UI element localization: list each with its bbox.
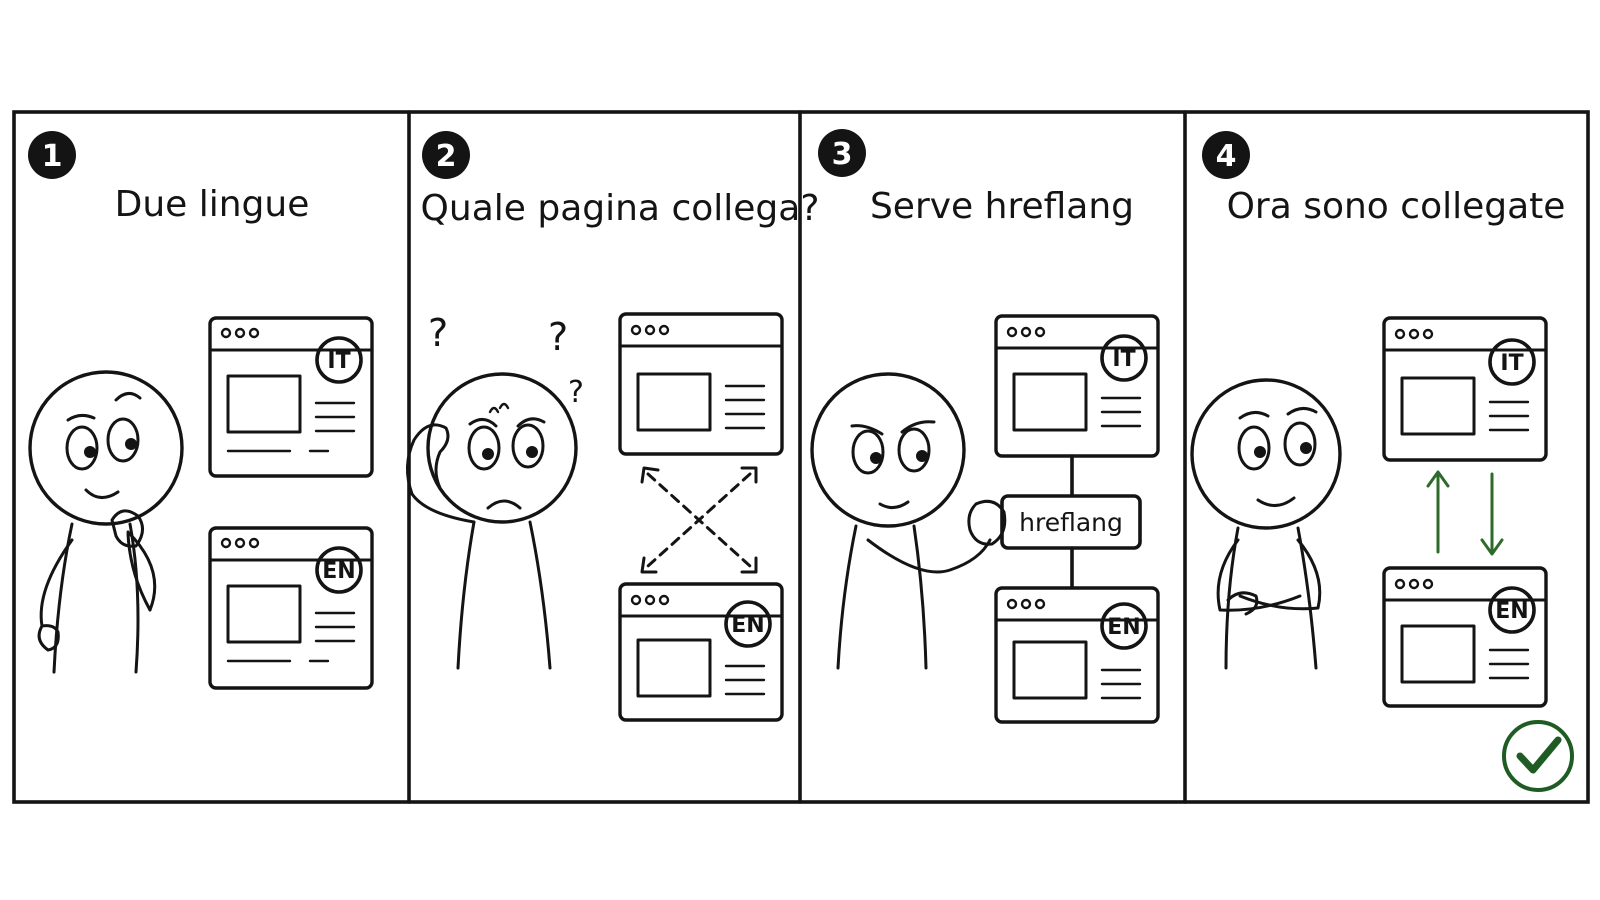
image-placeholder (226, 374, 302, 434)
smile-mouth (878, 500, 910, 509)
image-placeholder (636, 372, 712, 432)
head (426, 372, 578, 524)
smirk-mouth (84, 488, 120, 499)
panel-number-badge (422, 131, 470, 179)
hand-left (37, 624, 60, 652)
en-page-window: EN (1382, 566, 1548, 708)
panel-title: Due lingue (115, 184, 310, 225)
svg-text:EN: EN (1107, 615, 1140, 640)
panel-number: 1 (42, 139, 63, 174)
en-language-badge (315, 546, 363, 594)
hand-holding-tag (967, 499, 1007, 546)
uncertain-link-arrows (640, 466, 758, 574)
right-brow (1286, 407, 1318, 416)
right-eye (511, 423, 545, 469)
image-placeholder (226, 584, 302, 644)
left-eye (851, 429, 885, 475)
right-eye (106, 417, 140, 463)
head (28, 370, 184, 526)
en-language-badge (724, 600, 772, 648)
left-brow (66, 413, 96, 422)
left-eye (467, 425, 501, 471)
svg-text:?: ? (548, 315, 568, 359)
panel-title: Serve hreflang (870, 186, 1134, 227)
question-marks-icon: ? ? ? (428, 311, 584, 410)
svg-text:IT: IT (1112, 347, 1135, 372)
left-brow (850, 424, 884, 436)
satisfied-character (1190, 378, 1342, 670)
thinking-character (28, 370, 184, 674)
svg-text:IT: IT (1500, 351, 1523, 376)
right-brow (114, 392, 142, 402)
panel-title: Ora sono collegate (1227, 186, 1566, 227)
linked-arrows-icon (1426, 470, 1504, 556)
svg-text:IT: IT (327, 349, 350, 374)
left-eye (1237, 425, 1271, 471)
frown-mouth (486, 499, 522, 510)
left-brow (1238, 411, 1270, 420)
en-language-badge (1100, 602, 1148, 650)
confused-character (406, 372, 578, 670)
right-eye (1283, 421, 1317, 467)
smile-mouth (1256, 496, 1296, 507)
right-brow (516, 417, 546, 428)
hand-crossed (1226, 591, 1259, 616)
image-placeholder (1012, 372, 1088, 432)
hand-chin (110, 509, 144, 548)
image-placeholder (1400, 376, 1476, 436)
panel-number: 2 (436, 139, 457, 174)
panel-2: 2 Quale pagina collega? ? ? ? (406, 131, 820, 722)
panel-number-badge (28, 131, 76, 179)
worry-lines (488, 402, 510, 414)
checkmark-icon (1502, 720, 1574, 792)
it-page-window: IT (1382, 316, 1548, 462)
en-page-window: EN (618, 582, 784, 722)
panel-number: 4 (1216, 139, 1237, 174)
it-language-badge (315, 336, 363, 384)
svg-text:?: ? (568, 375, 584, 410)
panel-number: 3 (832, 137, 853, 172)
hreflang-tag: hreflang (1000, 494, 1142, 550)
svg-text:EN: EN (1495, 599, 1528, 624)
panel-number-badge (818, 129, 866, 177)
hand-on-head (406, 423, 450, 496)
svg-text:EN: EN (322, 559, 355, 584)
image-placeholder (1012, 640, 1088, 700)
svg-text:EN: EN (731, 613, 764, 638)
left-brow (468, 418, 498, 428)
panel-title: Quale pagina collega? (421, 188, 820, 229)
panel-4: 4 Ora sono collegate (1190, 131, 1574, 792)
panel-3: 3 Serve hreflang IT (810, 129, 1160, 724)
it-language-badge (1488, 338, 1536, 386)
en-page-window: EN (994, 586, 1160, 724)
image-placeholder (636, 638, 712, 698)
panel-number-badge (1202, 131, 1250, 179)
head (810, 372, 966, 528)
determined-character (810, 372, 1007, 670)
en-page-window: EN (208, 526, 374, 690)
it-language-badge (1100, 334, 1148, 382)
right-brow (900, 420, 936, 434)
svg-text:hreflang: hreflang (1019, 508, 1123, 537)
left-eye (65, 425, 99, 471)
panel-frames (12, 110, 1590, 804)
it-page-window: IT (208, 316, 374, 478)
image-placeholder (1400, 624, 1476, 684)
right-eye (897, 427, 931, 473)
it-page-window: IT (994, 314, 1160, 458)
svg-text:?: ? (428, 311, 448, 355)
page-window-top (618, 312, 784, 456)
en-language-badge (1488, 586, 1536, 634)
panel-1: 1 Due lingue (28, 131, 374, 690)
head (1190, 378, 1342, 530)
